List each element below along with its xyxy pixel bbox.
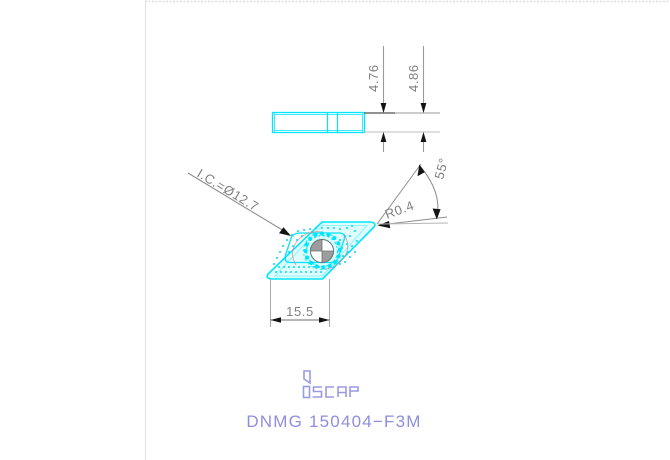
logo-letter-c [325,386,334,398]
arrowhead-4-86-up [420,132,427,142]
r04-arrowhead [377,221,391,229]
hole-quadrant-br [322,251,334,263]
side-view-body [271,111,366,134]
hole-quadrant-bl [310,251,322,263]
logo-letter-s [312,386,323,398]
logo-letter-a [337,386,347,397]
arrowhead-4-76-up [380,132,387,142]
callout-label-inscribed-circle: I.C.=Ø12.7 [194,166,261,215]
dimension-label-4-86: 4.86 [406,64,421,92]
dimension-label-15-5: 15.5 [286,304,314,319]
iscar-logo[interactable]: iscar [0,0,359,399]
side-view-group[interactable] [271,111,366,134]
hole-quadrant-tr [322,239,334,251]
side-view-dimensions[interactable]: 4.76 4.86 [364,46,440,152]
ic-leader-line [187,172,290,235]
hole-scallop-dots [303,231,342,270]
angle-ray-upper [376,163,422,225]
part-number-label: DNMG 150404−F3M [246,412,421,431]
hole-quadrant-tl [310,239,322,251]
angle-arrowhead-lower [432,208,441,220]
dimension-label-4-76: 4.76 [366,64,381,92]
logo-letter-r [349,386,359,397]
insert-surface-texture [273,225,358,273]
dimension-15-5[interactable]: 15.5 [270,279,330,327]
canvas-border [144,0,670,460]
callout-inscribed-circle[interactable]: I.C.=Ø12.7 [187,166,291,236]
callout-included-angle[interactable]: 55° [376,156,451,225]
callout-label-included-angle: 55° [431,156,451,181]
arrowhead-15-5-right [319,317,330,323]
arrowhead-15-5-left [270,317,281,323]
dimension-4-76[interactable]: 4.76 [366,46,387,152]
arrowhead-4-76-down [380,103,387,113]
ic-arrowhead [279,227,291,236]
title-block[interactable]: iscar DNMG 150404−F3M [0,0,422,431]
logo-letter-i [302,385,311,399]
insert-top-view[interactable] [266,221,376,280]
angle-arrowhead-upper [417,164,425,177]
arrowhead-4-86-down [420,103,427,113]
chipbreaker-construction-arc-right [320,233,349,270]
logo-flag-mark [303,370,311,385]
angle-ray-lower [376,222,449,225]
mounting-hole[interactable] [309,238,335,264]
dimension-4-86[interactable]: 4.86 [406,46,427,152]
